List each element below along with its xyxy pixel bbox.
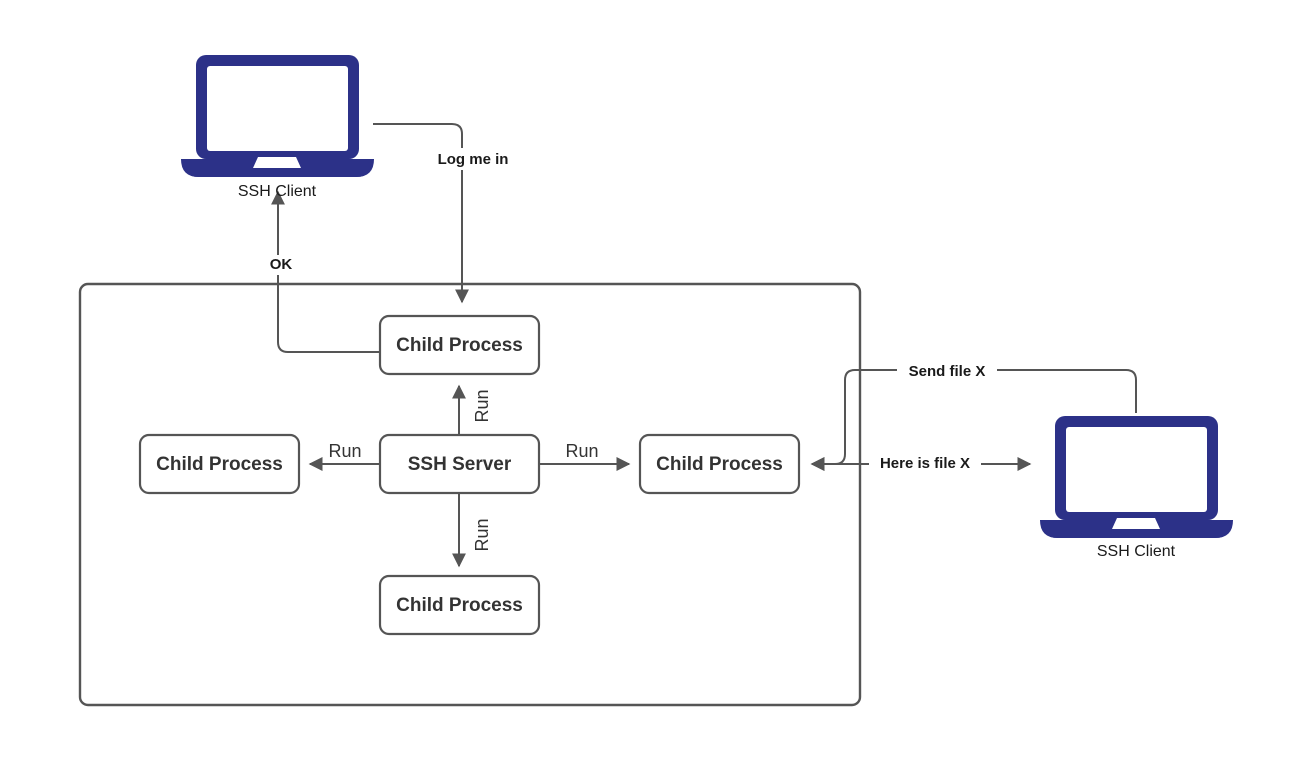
node-child-top-label: Child Process [396, 335, 523, 356]
node-ssh-server-label: SSH Server [408, 454, 512, 475]
node-child-bottom-label: Child Process [396, 595, 523, 616]
node-child-right-box [638, 433, 801, 495]
edge-label-bg-run-top [471, 384, 493, 428]
laptop-icon [181, 55, 374, 177]
device-client-top[interactable]: SSH Client [181, 55, 374, 200]
edge-label-run-right: Run [565, 441, 598, 461]
edge-label-run-top: Run [472, 389, 492, 422]
edge-label-bg-login-ok [265, 255, 297, 275]
edge-label-bg-send-file [897, 361, 997, 383]
node-child-bottom-box [378, 574, 541, 636]
edge-label-here-is-file: Here is file X [880, 455, 970, 472]
edge-label-bg-login-request [416, 148, 492, 170]
node-child-bottom[interactable]: Child Process [378, 574, 541, 636]
edge-label-bg-run-left [323, 441, 367, 463]
device-client-right[interactable]: SSH Client [1040, 416, 1233, 560]
edge-login-ok [271, 190, 380, 353]
edge-label-send-file: Send file X [909, 363, 986, 380]
node-child-right[interactable]: Child Process [638, 433, 801, 495]
device-client-right-label: SSH Client [1097, 543, 1176, 560]
edge-label-login-request: Log me in [438, 151, 509, 168]
node-child-left-label: Child Process [156, 454, 283, 475]
node-child-right-label: Child Process [656, 454, 783, 475]
device-client-top-label: SSH Client [238, 183, 317, 200]
node-ssh-server-box [378, 433, 541, 495]
node-child-top[interactable]: Child Process [378, 314, 541, 376]
edge-label-bg-here-is-file [869, 453, 981, 475]
edge-label-run-left: Run [328, 441, 361, 461]
edge-label-bg-run-bottom [471, 513, 493, 557]
edge-label-login-ok: OK [270, 256, 293, 273]
node-child-left[interactable]: Child Process [138, 433, 301, 495]
node-child-left-box [138, 433, 301, 495]
edge-login-request [373, 123, 469, 304]
edge-label-bg-run-right [560, 441, 604, 463]
node-ssh-server[interactable]: SSH Server [378, 433, 541, 495]
ssh-server-host-boundary [78, 282, 862, 707]
node-child-top-box [378, 314, 541, 376]
laptop-icon [1040, 416, 1233, 538]
edge-label-run-bottom: Run [472, 518, 492, 551]
